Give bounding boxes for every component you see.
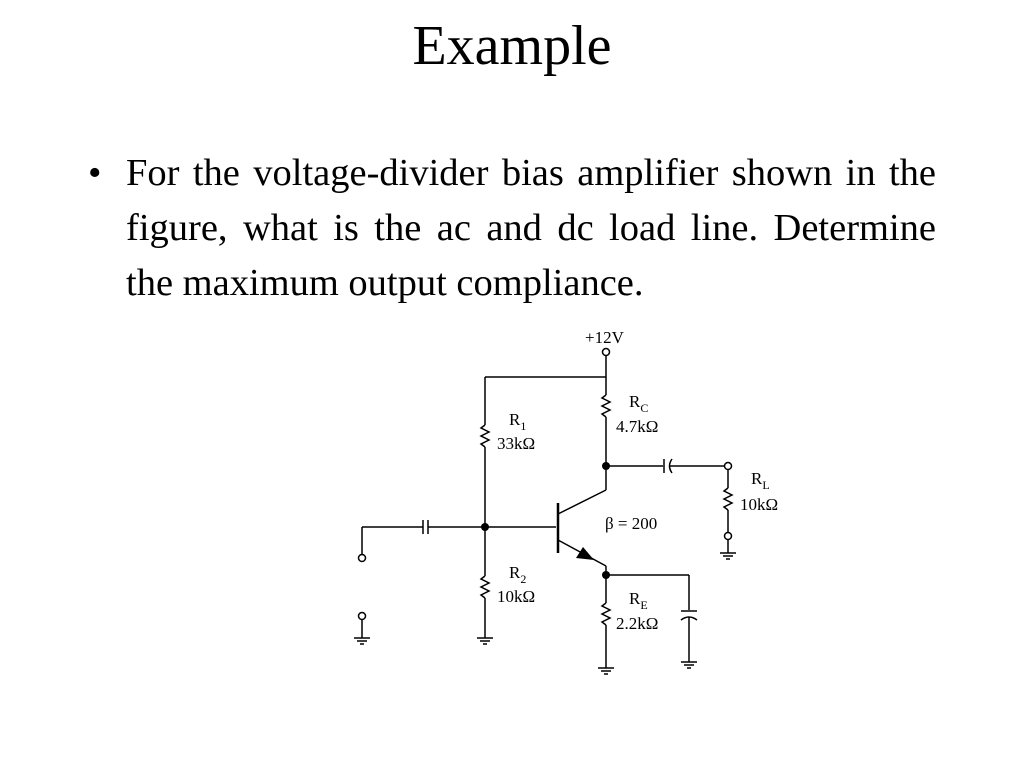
bypass-capacitor [606, 574, 698, 662]
input-coupling-capacitor [361, 520, 485, 554]
bullet-dot: • [88, 152, 102, 194]
question-text: For the voltage-divider bias amplifier s… [126, 152, 936, 304]
npn-transistor-icon [485, 489, 607, 603]
r2-resistor [479, 527, 491, 638]
r1-resistor [479, 424, 491, 527]
rc-value: 4.7kΩ [616, 417, 658, 436]
bypass-ground-icon [681, 661, 697, 669]
slide-title: Example [412, 15, 612, 77]
rl-resistor [722, 470, 734, 553]
bullet-item: • For the voltage-divider bias amplifier… [88, 146, 936, 311]
re-ground-icon [598, 667, 614, 675]
rc-resistor [600, 394, 612, 490]
beta-label: β = 200 [605, 514, 657, 533]
rl-ground-icon [720, 552, 736, 560]
re-label: RE [629, 589, 648, 612]
input-ground-icon [354, 620, 370, 645]
re-value: 2.2kΩ [616, 614, 658, 633]
input-ground-terminal [357, 611, 367, 621]
r1-label: R1 [509, 410, 526, 433]
rc-label: RC [629, 392, 648, 415]
top-rail [484, 356, 607, 425]
output-terminal [723, 461, 733, 471]
re-resistor [600, 602, 612, 668]
rl-label: RL [751, 469, 770, 492]
supply-label: +12V [585, 328, 625, 347]
r2-label: R2 [509, 563, 526, 586]
rl-value: 10kΩ [740, 495, 778, 514]
r2-ground-icon [477, 637, 493, 645]
output-coupling-capacitor [606, 458, 724, 474]
input-terminal [357, 553, 367, 563]
r1-value: 33kΩ [497, 434, 535, 453]
r2-value: 10kΩ [497, 587, 535, 606]
supply-terminal [601, 347, 611, 357]
